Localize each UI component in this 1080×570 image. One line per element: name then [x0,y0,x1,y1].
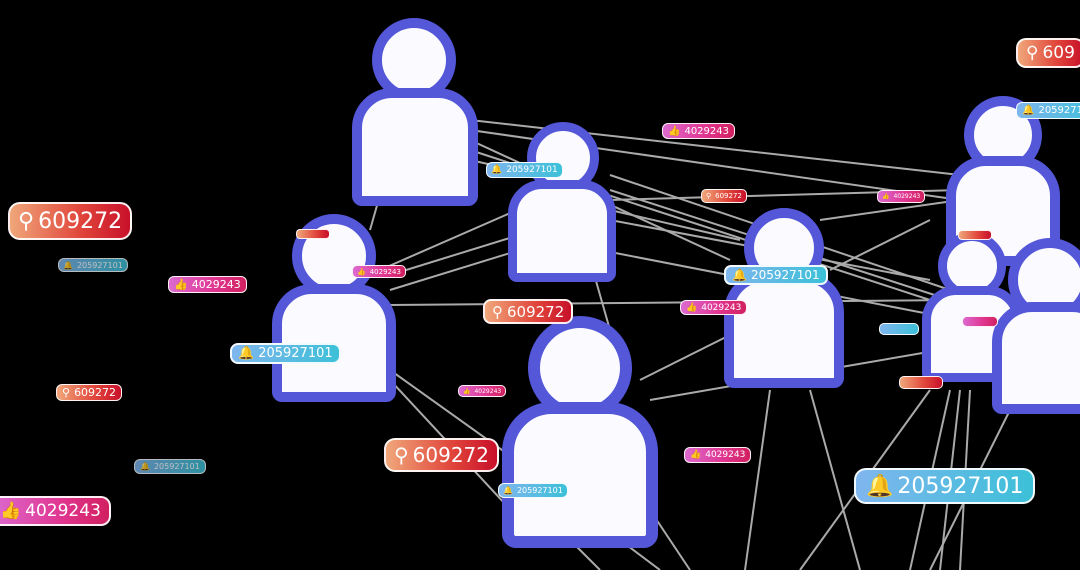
notification-count-badge: 🔔205927101 [230,343,341,364]
notification-count-badge: 🔔205927101 [486,162,563,178]
person-node [992,238,1080,414]
search-count-badge: 609272 [296,229,330,239]
person-node [502,316,658,548]
person-body [724,272,844,388]
search-count-badge: 609272 [899,376,943,389]
thumbs-up-icon: 👍 [463,387,471,395]
bell-icon: 🔔 [238,346,255,361]
notification-count-badge: 🔔205927101 [58,258,128,272]
notification-count-badge: 🔔205927101 [134,459,206,474]
notification-count-badge: 🔔205927101 [1016,102,1080,119]
search-count-badge: ⚲609272 [701,189,747,203]
search-icon: ⚲ [492,302,503,321]
bell-icon: 🔔 [732,268,747,282]
search-icon: ⚲ [18,208,35,234]
like-count-badge: 👍4029243 [458,385,507,397]
bell-icon: 🔔 [491,165,503,175]
like-count-badge: 👍4029243 [352,265,406,278]
search-icon: ⚲ [706,192,712,200]
thumbs-up-icon: 👍 [690,450,702,460]
like-count-badge: 👍4029243 [877,190,926,203]
notification-count-badge: 205927101 [879,323,919,335]
search-icon: ⚲ [1026,43,1039,63]
person-body [502,402,658,548]
person-node [272,214,396,402]
notification-count-badge: 🔔205927101 [724,265,828,285]
search-icon: ⚲ [394,443,409,467]
search-count-badge: ⚲609272 [483,299,574,324]
thumbs-up-icon: 👍 [174,278,188,291]
search-count-badge: ⚲609 [1016,38,1080,68]
notification-count-badge: 🔔205927101 [498,483,568,498]
search-count-badge: 609272 [958,230,992,240]
thumbs-up-icon: 👍 [686,302,698,313]
person-node [352,18,478,206]
like-count-badge: 👍4029243 [0,496,111,526]
thumbs-up-icon: 👍 [0,501,22,521]
bell-icon: 🔔 [503,486,513,495]
search-count-badge: ⚲609272 [8,202,133,240]
search-count-badge: ⚲609272 [56,384,123,401]
like-count-badge: 4029243 [962,316,998,327]
bell-icon: 🔔 [866,473,894,499]
person-body [992,302,1080,414]
person-body [352,88,478,206]
bell-icon: 🔔 [1022,105,1035,116]
search-count-badge: ⚲609272 [384,438,500,472]
search-icon: ⚲ [62,386,71,399]
bell-icon: 🔔 [140,462,150,471]
like-count-badge: 👍4029243 [680,300,748,315]
thumbs-up-icon: 👍 [357,267,366,276]
like-count-badge: 👍4029243 [168,276,247,293]
thumbs-up-icon: 👍 [668,125,681,137]
like-count-badge: 👍4029243 [662,123,735,139]
thumbs-up-icon: 👍 [882,193,890,200]
person-node [724,208,844,388]
person-body [508,180,616,282]
like-count-badge: 👍4029243 [684,447,752,463]
notification-count-badge: 🔔205927101 [854,468,1036,504]
bell-icon: 🔔 [63,260,73,270]
person-node [508,122,616,282]
